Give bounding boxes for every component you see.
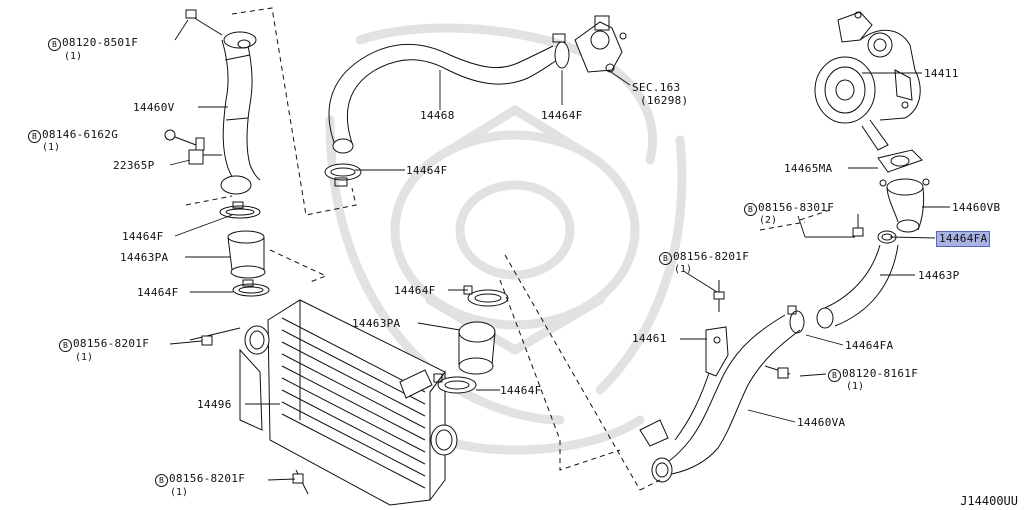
label-14464F-d[interactable]: 14464F (137, 286, 179, 299)
hose-14463PA-b (458, 321, 496, 375)
diagram-code: J14400UU (960, 494, 1018, 508)
label-14460VB[interactable]: 14460VB (952, 201, 1001, 214)
label-14463P[interactable]: 14463P (918, 269, 960, 282)
bolt-08156-8201F-bottom-art (292, 469, 309, 495)
watermark-emblem (325, 23, 687, 455)
dashed-guide-center (499, 254, 661, 491)
bolt-quantity: (1) (64, 51, 83, 62)
label-14464FA-mid[interactable]: 14464FA (845, 339, 894, 352)
label-14461[interactable]: 14461 (632, 332, 667, 345)
bolt-quantity: (1) (846, 381, 865, 392)
clamp-14464F-e (463, 285, 509, 307)
bolt-part-number: 08156-8201F (73, 337, 150, 350)
turbocharger-14411 (814, 11, 921, 151)
bolt-08146-6162G-art (164, 129, 197, 146)
label-14464FA-highlighted[interactable]: 14464FA (936, 231, 991, 247)
clamp-14464F-a (552, 33, 570, 69)
sensor-22365P (188, 137, 222, 165)
gasket-14465MA (877, 149, 923, 173)
bolt-symbol-icon: B (828, 369, 841, 382)
intercooler-14496 (239, 299, 458, 506)
hose-14463PA-a (227, 230, 266, 279)
pipe-14460VA (639, 314, 801, 483)
bracket-14461 (705, 326, 729, 377)
pipe-14460V (220, 31, 261, 195)
bolt-symbol-icon: B (48, 38, 61, 51)
label-14460VA[interactable]: 14460VA (797, 416, 846, 429)
bolt-08120-8161F-art (764, 365, 791, 379)
label-14464F-a[interactable]: 14464F (541, 109, 583, 122)
label-14465MA[interactable]: 14465MA (784, 162, 833, 175)
label-14496[interactable]: 14496 (197, 398, 232, 411)
bolt-part-number: 08120-8501F (62, 36, 139, 49)
bolt-symbol-icon: B (155, 474, 168, 487)
bolt-quantity: (1) (170, 487, 189, 498)
bolt-part-number: 08156-8301F (758, 201, 835, 214)
label-14464F-e[interactable]: 14464F (394, 284, 436, 297)
throttle-body-sec163 (574, 15, 627, 73)
label-14464F-c[interactable]: 14464F (122, 230, 164, 243)
bolt-part-number: 08146-6162G (42, 128, 119, 141)
dashed-frame-upper-left (231, 7, 357, 216)
leader-lines (169, 19, 950, 481)
label-14411[interactable]: 14411 (924, 67, 959, 80)
label-sec163-ref: (16298) (640, 94, 689, 107)
label-14468[interactable]: 14468 (420, 109, 455, 122)
bolt-symbol-icon: B (59, 339, 72, 352)
bolt-08156-8201F-left-art (189, 327, 241, 346)
clamp-14464F-f (433, 373, 477, 394)
label-14463PA-b[interactable]: 14463PA (352, 317, 401, 330)
clamp-14464F-b (324, 163, 362, 187)
dashed-guide-right (759, 209, 831, 231)
label-14464F-b[interactable]: 14464F (406, 164, 448, 177)
hose-14463P (816, 244, 899, 329)
elbow-14460VB (879, 178, 930, 233)
bolt-symbol-icon: B (744, 203, 757, 216)
label-14460V[interactable]: 14460V (133, 101, 175, 114)
clamp-14464F-c (219, 201, 261, 219)
label-14464F-f[interactable]: 14464F (500, 384, 542, 397)
label-22365P[interactable]: 22365P (113, 159, 155, 172)
clamp-14464F-d (232, 279, 270, 297)
clamp-14464FA-mid (787, 305, 805, 334)
bolt-quantity: (1) (674, 264, 693, 275)
dashed-frame-left (185, 195, 328, 283)
hose-14468 (328, 43, 558, 154)
bolt-08156-8201F-right-art (713, 280, 725, 312)
bolt-08156-8301F-art (852, 214, 864, 237)
label-sec163[interactable]: SEC.163 (632, 81, 681, 94)
bolt-part-number: 08120-8161F (842, 367, 919, 380)
bolt-08120-8501F-art (185, 9, 223, 36)
bolt-symbol-icon: B (659, 252, 672, 265)
bolt-symbol-icon: B (28, 130, 41, 143)
bolt-part-number: 08156-8201F (673, 250, 750, 263)
bolt-quantity: (1) (42, 142, 61, 153)
bolt-quantity: (2) (759, 215, 778, 226)
bolt-quantity: (1) (75, 352, 94, 363)
bolt-part-number: 08156-8201F (169, 472, 246, 485)
label-14463PA-a[interactable]: 14463PA (120, 251, 169, 264)
